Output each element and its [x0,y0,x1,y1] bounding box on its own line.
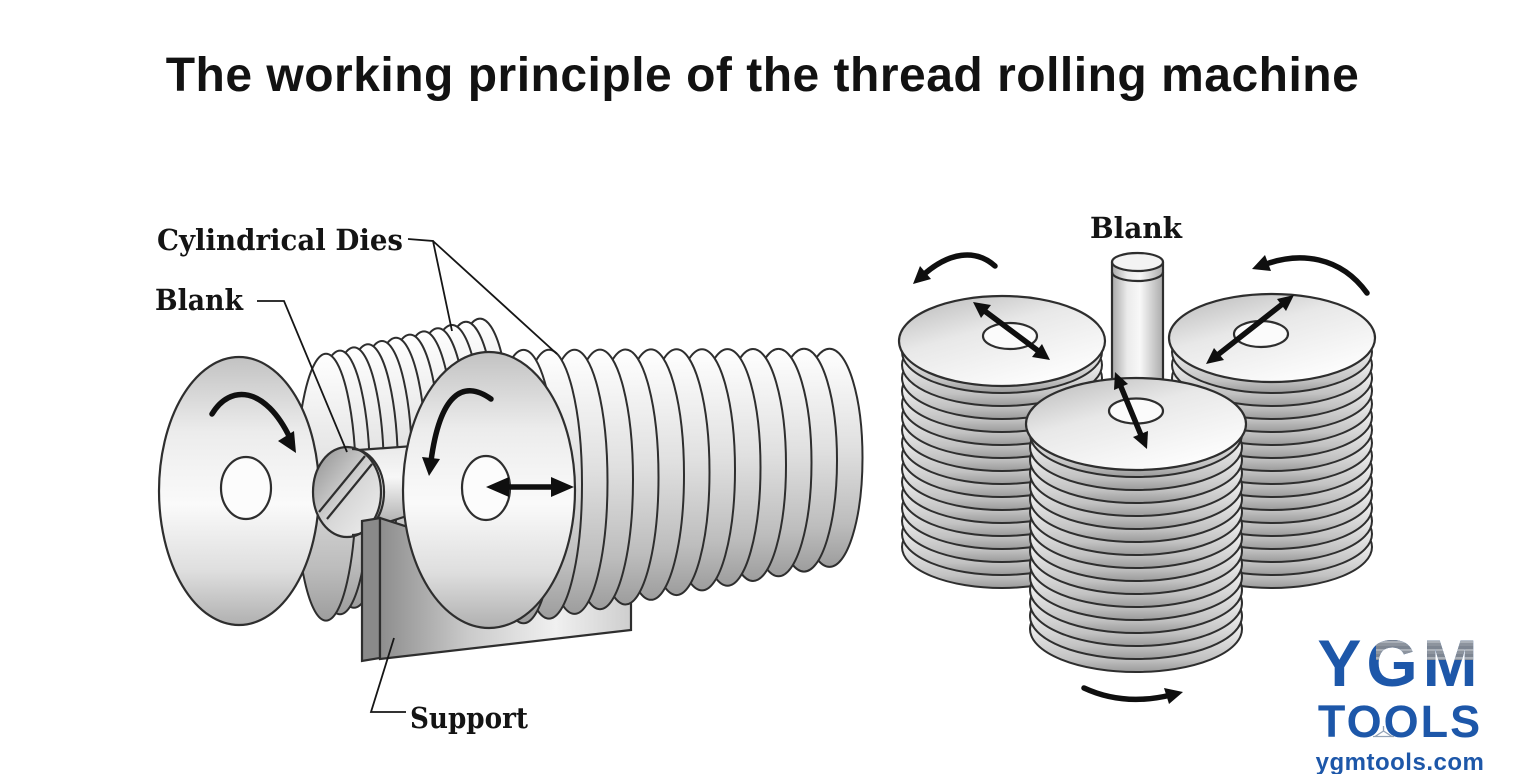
blank-slot-lines [318,455,373,520]
rear-left-feed-arrow-icon [973,302,1050,360]
front-feed-arrow-icon [1114,372,1148,449]
left-die-rotation-arrow-icon [209,391,296,453]
right-die-rotation-arrow-icon [422,388,494,476]
blank-rod-top [1110,251,1165,273]
support-leader [369,637,406,713]
ygm-tools-logo: YGM TOOLS ygmtools.com [1293,630,1507,774]
logo-tools-text: TOOLS [1293,699,1507,744]
logo-ygm-text: YGM [1317,626,1483,700]
blank-rod-lip [1110,271,1165,283]
radial-feed-arrow-icon [486,477,574,497]
label-support: Support [410,701,529,735]
label-blank-right: Blank [1090,211,1183,245]
leader-lines [257,238,558,713]
label-cylindrical-dies: Cylindrical Dies [157,223,403,257]
rear-right-feed-arrow-icon [1206,295,1294,364]
cylindrical-dies-leader [407,238,558,355]
page-title: The working principle of the thread roll… [165,49,1360,102]
front-rotation-arrow-icon [1081,685,1183,704]
blank-workpiece [311,444,415,539]
rear-left-rotation-arrow-icon [913,252,998,284]
left-die-center-hole [219,455,273,521]
front-die [1024,376,1248,673]
logo-url: ygmtools.com [1315,749,1485,774]
label-blank-left: Blank [155,283,244,317]
blank-leader [257,300,348,453]
support-side-face [360,516,382,663]
rear-right-rotation-arrow-icon [1252,255,1370,296]
three-die-diagram: Blank [897,211,1377,704]
two-die-diagram: Cylindrical Dies Blank Support [155,223,864,735]
logo-tools-word: TOOLS [1317,696,1483,747]
